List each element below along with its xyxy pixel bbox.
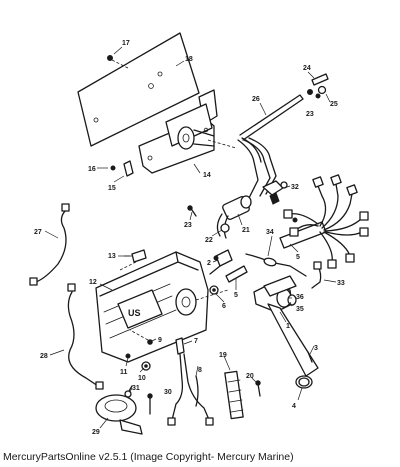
callout-2: 2 (207, 260, 211, 267)
control-handle-1 (253, 275, 319, 389)
mount-bracket-14 (138, 89, 237, 174)
callout-29: 29 (92, 429, 100, 436)
svg-text:US: US (128, 308, 141, 318)
callout-22: 22 (205, 237, 213, 244)
fastener-9 (129, 329, 153, 345)
callout-8: 8 (198, 367, 202, 374)
callout-23-upper: 23 (306, 111, 314, 118)
callout-18: 18 (185, 56, 193, 63)
rod-5 (225, 265, 248, 283)
screw-20 (255, 380, 261, 397)
callout-12: 12 (89, 279, 97, 286)
part-31 (124, 390, 132, 398)
callout-25: 25 (330, 101, 338, 108)
callout-32: 32 (291, 184, 299, 191)
callout-23-lower: 23 (184, 222, 192, 229)
callout-9: 9 (158, 337, 162, 344)
fuse-holder-34 (245, 253, 307, 277)
callout-20: 20 (246, 373, 254, 380)
ignition-key-32 (262, 180, 288, 205)
lead-27 (29, 203, 70, 286)
callout-30: 30 (164, 389, 172, 396)
callout-1: 1 (286, 323, 290, 330)
control-housing-12: US (95, 251, 229, 363)
callout-15: 15 (108, 185, 116, 192)
callout-5-center: 5 (234, 292, 238, 299)
callout-27: 27 (34, 229, 42, 236)
cable-7 (171, 337, 211, 423)
callout-13: 13 (108, 253, 116, 260)
callout-34: 34 (266, 229, 274, 236)
terminal-block-19 (224, 370, 244, 420)
knob-4 (298, 377, 310, 387)
callout-3: 3 (314, 345, 318, 352)
trim-switch-2 (209, 249, 233, 275)
callout-16: 16 (88, 166, 96, 173)
washer-6 (209, 285, 219, 295)
callout-19: 19 (219, 352, 227, 359)
cable-end-24 (307, 73, 329, 95)
cover-plate-18 (77, 32, 200, 147)
callout-7: 7 (194, 338, 198, 345)
callout-35: 35 (296, 306, 304, 313)
callout-4: 4 (292, 403, 296, 410)
callout-36: 36 (296, 294, 304, 301)
fastener-11 (125, 353, 131, 359)
callout-6: 6 (222, 303, 226, 310)
callout-21: 21 (242, 227, 250, 234)
lead-28 (67, 283, 104, 390)
lead-33 (311, 261, 322, 289)
horn-29 (95, 385, 143, 435)
screw-23 (187, 93, 321, 217)
leader-lines (44, 46, 337, 429)
callout-24: 24 (303, 65, 311, 72)
screw-17 (107, 55, 129, 69)
callout-17: 17 (122, 40, 130, 47)
callout-33: 33 (337, 280, 345, 287)
image-caption: MercuryPartsOnline v2.5.1 (Image Copyrig… (3, 451, 294, 463)
callout-5-right: 5 (296, 254, 300, 261)
callout-11: 11 (120, 369, 128, 376)
pin-3 (307, 351, 313, 363)
latch-15 (110, 160, 134, 177)
callout-14: 14 (203, 172, 211, 179)
harness-8 (167, 375, 214, 426)
cables-26 (237, 94, 304, 201)
hub-36 (287, 294, 297, 306)
callout-26: 26 (252, 96, 260, 103)
callout-28: 28 (40, 353, 48, 360)
callout-31: 31 (132, 385, 140, 392)
callout-10: 10 (138, 375, 146, 382)
screw-30 (147, 393, 153, 415)
callout-numbers: 17 18 14 15 16 26 24 25 23 32 21 23 22 3… (34, 40, 345, 436)
wire-harness-5 (279, 174, 369, 269)
nut-22 (220, 223, 230, 233)
